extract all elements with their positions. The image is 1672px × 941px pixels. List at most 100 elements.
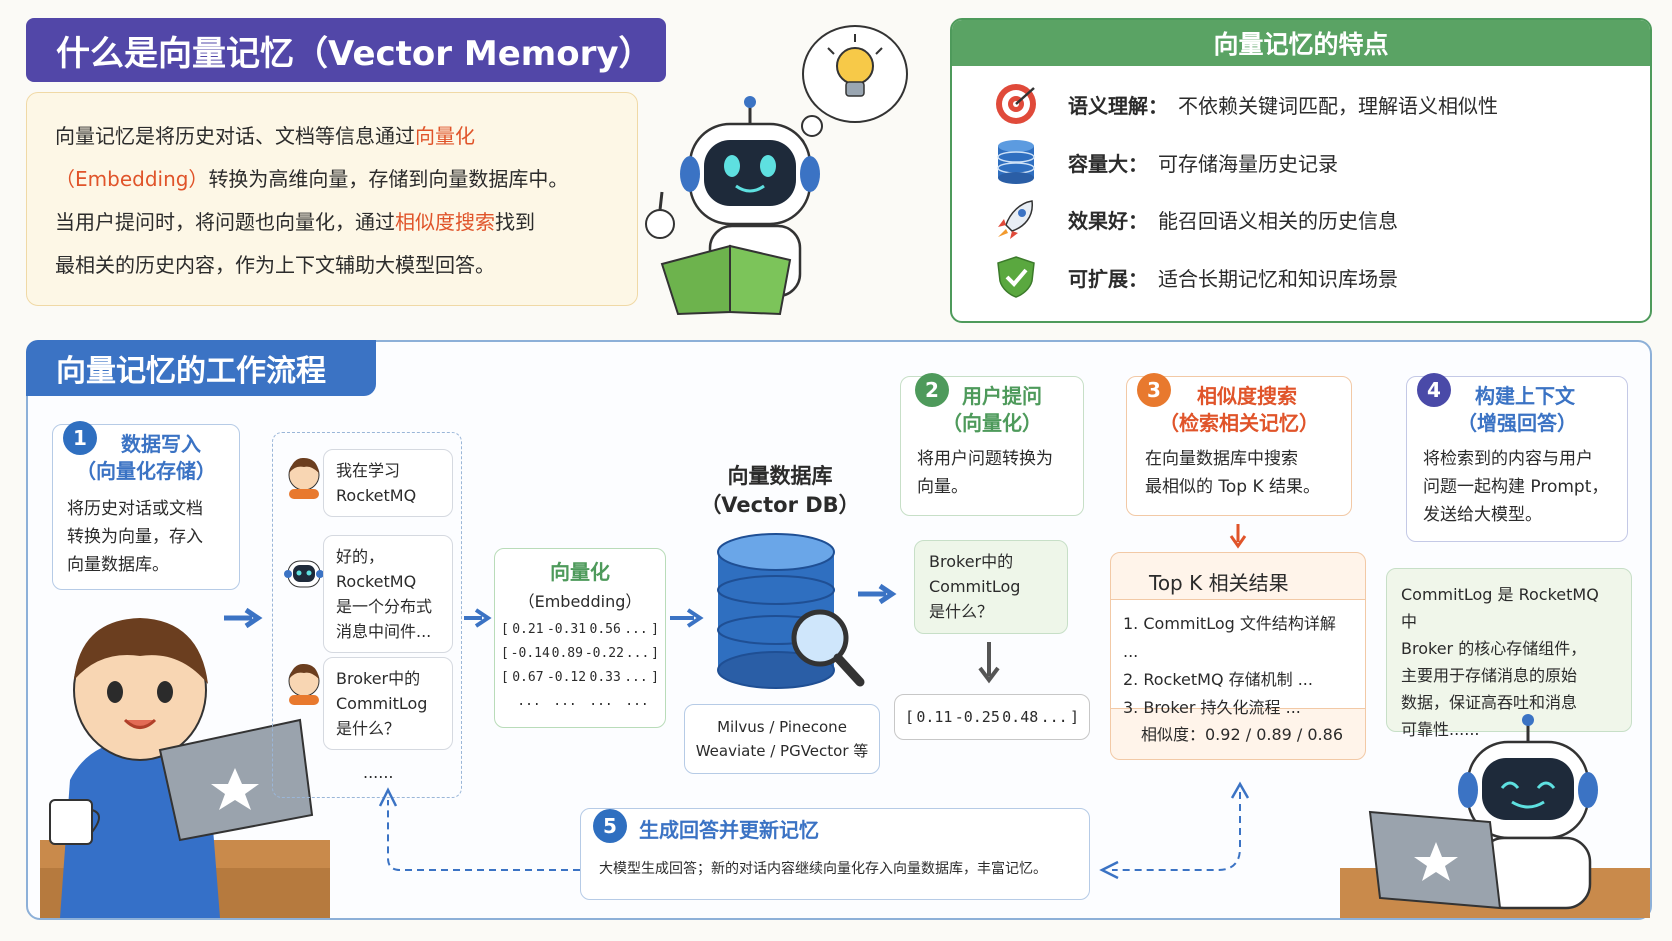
step1-body-line: 将历史对话或文档 (67, 499, 203, 519)
feedback-arrow-right (1099, 781, 1250, 880)
step4-body: 将检索到的内容与用户 问题一起构建 Prompt， 发送给大模型。 (1407, 437, 1627, 537)
intro-line-3: 当用户提问时，将问题也向量化，通过相似度搜索找到 (55, 201, 609, 244)
step1-badge: 1 (63, 421, 97, 455)
vector-cell: [ (501, 670, 509, 685)
vector-db-example-line: Milvus / Pinecone (717, 718, 847, 736)
vector-cell: -0.31 (546, 622, 587, 637)
vector-cell: -0.25 (954, 708, 1000, 726)
step1-title-line: （向量化存储） (76, 459, 216, 483)
robot-at-laptop-illustration (1340, 714, 1650, 918)
embedding-title: 向量化 (550, 560, 610, 584)
step1-card: 1 数据写入 （向量化存储） 将历史对话或文档 转换为向量，存入 向量数据库。 (52, 421, 240, 590)
feature-row: 可扩展：适合长期记忆和知识库场景 (992, 253, 1398, 301)
step5-body: 大模型生成回答；新的对话内容继续向量化存入向量数据库，丰富记忆。 (599, 861, 1047, 877)
robot-avatar-icon (284, 560, 324, 588)
intro-highlight: 向量化 (415, 124, 475, 148)
vector-cell: ] (1069, 708, 1079, 726)
topk-item: 2. RocketMQ 存储机制 ... (1123, 670, 1313, 689)
features-title: 向量记忆的特点 (952, 20, 1650, 66)
vector-cell: ... (624, 670, 648, 685)
step5-title: 生成回答并更新记忆 (639, 818, 819, 842)
user-avatar-icon (288, 663, 320, 705)
vector-cell: -0.12 (546, 670, 587, 685)
embedding-subtitle: （Embedding） (518, 592, 642, 611)
vector-cell: [ (501, 622, 509, 637)
laptop-icon (158, 718, 314, 842)
step2-title-line: （向量化） (942, 411, 1042, 435)
intro-highlight: （Embedding） (55, 167, 209, 191)
arrow-right-icon (464, 608, 492, 628)
chat-message-line: 是一个分布式 (336, 597, 433, 616)
arrow-down-icon (978, 642, 1000, 684)
vector-db-examples: Milvus / Pinecone Weaviate / PGVector 等 (684, 704, 880, 774)
step3-body-line: 最相似的 Top K 结果。 (1145, 477, 1321, 497)
feature-row: 语义理解：不依赖关键词匹配，理解语义相似性 (992, 80, 1498, 128)
vector-db-example-line: Weaviate / PGVector 等 (695, 742, 869, 760)
answer-line: 可靠性...... (1401, 720, 1480, 739)
feature-label: 容量大： (1068, 151, 1148, 176)
intro-line-4: 最相关的历史内容，作为上下文辅助大模型回答。 (55, 253, 495, 277)
step1-body-line: 向量数据库。 (67, 555, 169, 575)
chat-message-line: 消息中间件... (336, 622, 432, 641)
target-icon (996, 84, 1036, 124)
vector-cell: ... (625, 646, 650, 661)
feature-text: 不依赖关键词匹配，理解语义相似性 (1178, 93, 1498, 118)
answer-line: 主要用于存储消息的原始 (1401, 666, 1578, 685)
vector-database-icon (717, 533, 865, 689)
arrow-down-icon (1229, 524, 1247, 549)
vector-cell: ... (625, 694, 649, 709)
feature-text: 可存储海量历史记录 (1158, 151, 1338, 176)
answer-line: Broker 的核心存储组件， (1401, 639, 1587, 658)
step2-body: 将用户问题转换为 向量。 (901, 437, 1083, 509)
chat-message-line: 我在学习 (336, 461, 401, 480)
step1-body-line: 转换为向量，存入 (67, 527, 203, 547)
topk-results-card: Top K 相关结果 1. CommitLog 文件结构详解 ... 2. Ro… (1110, 552, 1366, 760)
feature-text: 能召回语义相关的历史信息 (1158, 208, 1398, 233)
vector-cell: ] (651, 622, 659, 637)
step4-card: 4 构建上下文 （增强回答） 将检索到的内容与用户 问题一起构建 Prompt，… (1406, 373, 1628, 542)
vector-cell: 0.56 (589, 622, 621, 637)
vector-cell: 0.33 (589, 670, 621, 685)
intro-text: 向量记忆是将历史对话、文档等信息通过 (55, 124, 415, 148)
boy-at-laptop-illustration (40, 618, 330, 918)
vector-cell: ] (651, 646, 659, 661)
laptop-icon (1368, 810, 1502, 910)
chat-message-line: 是什么？ (336, 719, 401, 738)
step4-title-line: （增强回答） (1457, 411, 1577, 435)
step3-body-line: 在向量数据库中搜索 (1145, 449, 1298, 469)
arrow-right-icon (670, 608, 704, 628)
coffee-mug-icon (49, 799, 100, 845)
rocket-icon (998, 200, 1033, 239)
database-icon (997, 140, 1035, 184)
step3-title-line: （检索相关记忆） (1159, 411, 1319, 435)
page-title: 什么是向量记忆（Vector Memory） (26, 18, 666, 82)
user-question-bubble: Broker中的 CommitLog 是什么？ (914, 540, 1068, 634)
feature-text: 适合长期记忆和知识库场景 (1158, 266, 1398, 291)
embedding-row: ............ (501, 690, 665, 714)
chat-message-line: Broker中的 (336, 669, 421, 688)
intro-line-2: （Embedding）转换为高维向量，存储到向量数据库中。 (55, 158, 609, 201)
chat-message-user: 我在学习 RocketMQ (323, 449, 453, 517)
step3-badge: 3 (1137, 373, 1171, 407)
answer-line: CommitLog 是 RocketMQ 中 (1401, 585, 1599, 631)
feature-row: 容量大： 可存储海量历史记录 (992, 138, 1338, 186)
vector-cell: ... (517, 694, 541, 709)
step1-body: 将历史对话或文档 转换为向量，存入 向量数据库。 (53, 485, 239, 589)
chat-message-line: RocketMQ (336, 486, 417, 505)
topk-item: 1. CommitLog 文件结构详解 ... (1123, 614, 1336, 661)
step4-badge: 4 (1417, 373, 1451, 407)
arrow-right-icon (224, 607, 263, 629)
step2-card: 2 用户提问 （向量化） 将用户问题转换为 向量。 (900, 373, 1084, 516)
question-line: 是什么？ (929, 602, 994, 621)
intro-text: 找到 (495, 210, 535, 234)
magnifier-icon (791, 609, 865, 687)
feedback-arrow-left (378, 787, 580, 871)
chat-more: ...... (363, 763, 394, 782)
vector-cell: ] (651, 670, 659, 685)
vector-cell: 0.11 (916, 708, 953, 726)
topk-item: 3. Broker 持久化流程 ... (1123, 698, 1301, 717)
vector-cell: 0.48 (1002, 708, 1039, 726)
